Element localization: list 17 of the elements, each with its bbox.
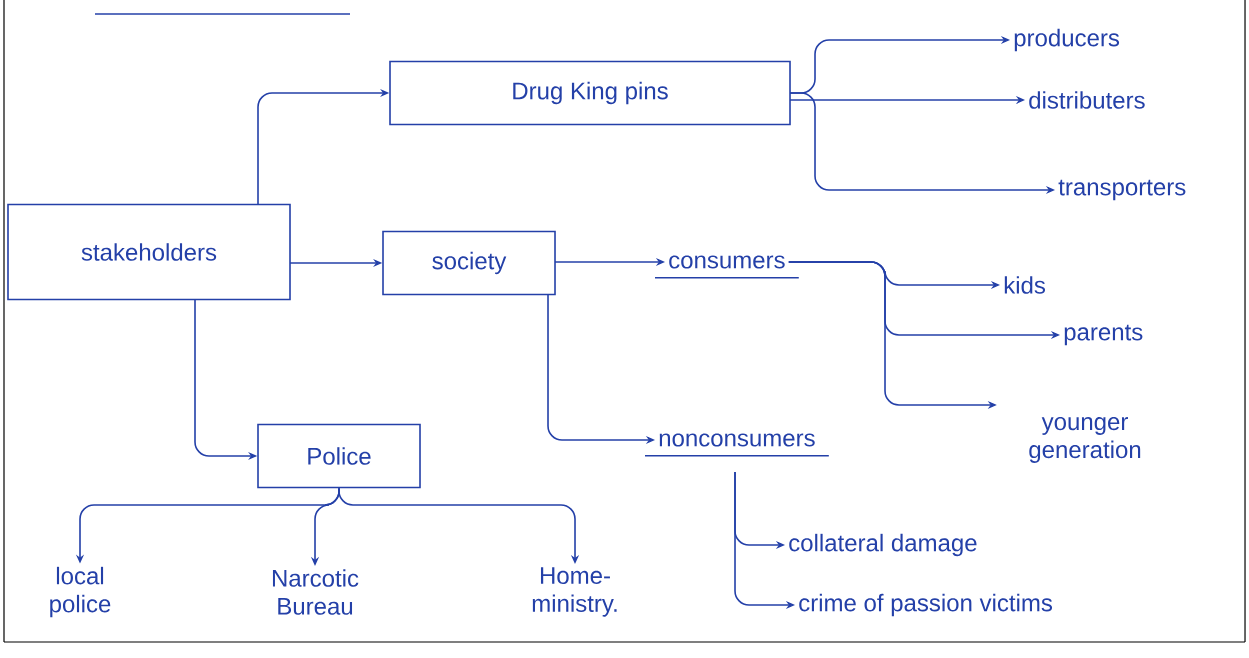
- handwritten-text: collateral damage: [789, 533, 977, 557]
- labeled-box: Drug King pins: [389, 60, 791, 126]
- handwritten-text: crime of passion victims: [799, 593, 1053, 617]
- handwritten-text: kids: [1004, 276, 1045, 294]
- handwritten-text: distributers: [1029, 91, 1145, 109]
- underlined-text: nonconsumers: [644, 433, 830, 457]
- handwritten-text: transporters: [1058, 179, 1186, 201]
- handwritten-text: local police: [50, 566, 111, 618]
- labeled-box: stakeholders: [7, 203, 291, 301]
- handwritten-text: younger generation: [1029, 417, 1141, 463]
- handwritten-text: Narcotic Bureau: [272, 569, 359, 615]
- underlined-text: consumers: [654, 255, 800, 279]
- labeled-box: Police: [257, 423, 421, 489]
- handwritten-text: producers: [1014, 28, 1120, 52]
- handwritten-text: Home-ministry.: [532, 567, 617, 617]
- handwritten-text: parents: [1064, 324, 1143, 346]
- labeled-box: society: [382, 230, 556, 296]
